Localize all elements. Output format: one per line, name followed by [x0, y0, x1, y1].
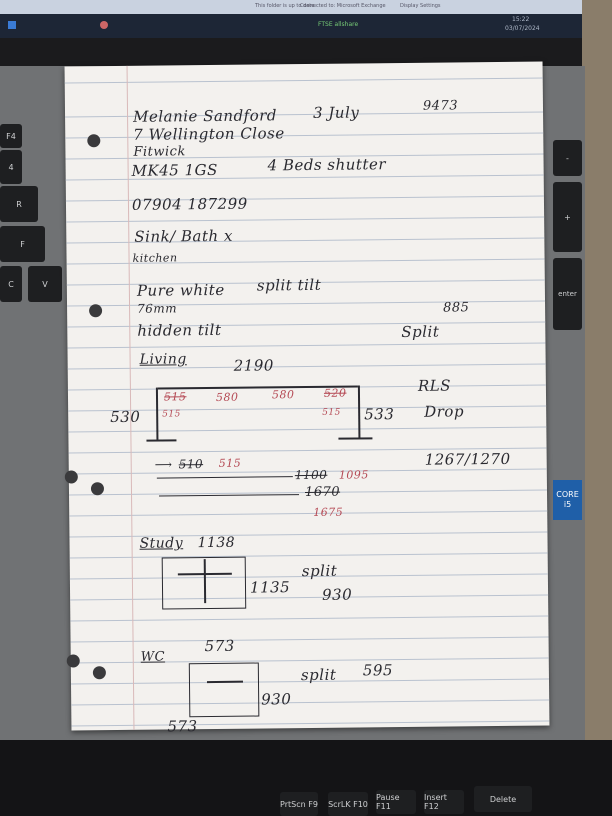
address-line-2: Fitwick	[133, 144, 186, 160]
arrow-3-new: 1675	[313, 505, 344, 519]
wc-title: WC	[140, 649, 166, 665]
study-height: 1135	[249, 578, 291, 597]
hidden-tilt: hidden tilt	[137, 320, 222, 340]
punch-hole	[90, 482, 105, 496]
key-v[interactable]: V	[28, 266, 62, 302]
key-minus[interactable]: -	[553, 140, 582, 176]
key-f4[interactable]: F4	[0, 124, 22, 148]
laptop-screen: This folder is up to date. Connected to:…	[0, 0, 612, 40]
date: 3 July	[312, 103, 360, 122]
desk-surface	[582, 0, 612, 816]
key-plus[interactable]: +	[553, 182, 582, 252]
arrow-2-line	[156, 476, 293, 479]
chrome-icon[interactable]	[100, 21, 108, 29]
key-f[interactable]: F	[0, 226, 45, 262]
key-c[interactable]: C	[0, 266, 22, 302]
phone-number: 07904 187299	[131, 194, 248, 214]
panel-1-old: 515	[163, 390, 187, 404]
exchange-status: Connected to: Microsoft Exchange	[300, 3, 386, 9]
living-left-line	[155, 387, 158, 440]
clock-time: 15:22	[512, 16, 530, 23]
study-width: 1138	[197, 534, 236, 552]
handwritten-note: Melanie Sandford 3 July 9473 7 Wellingto…	[64, 61, 550, 735]
living-drop: 1267/1270	[424, 449, 511, 469]
key-prtscn[interactable]: PrtScn F9	[280, 792, 318, 816]
living-left-height: 530	[110, 407, 141, 427]
taskbar-app[interactable]: FTSE allshare	[318, 21, 359, 28]
start-icon[interactable]	[8, 21, 16, 29]
arrow-1: ⟶	[154, 457, 173, 472]
intel-sticker: CORE i5	[553, 480, 582, 520]
wc-width-bottom: 573	[167, 717, 198, 736]
split-value: 885	[443, 300, 470, 316]
clock-date: 03/07/2024	[505, 25, 540, 32]
key-scrlk[interactable]: ScrLK F10	[328, 792, 368, 816]
arrow-2-new: 1095	[338, 468, 369, 482]
living-right-base	[338, 437, 373, 440]
postcode: MK45 1GS	[131, 160, 218, 180]
arrow-3-old: 1670	[304, 484, 341, 501]
kitchen-note: kitchen	[132, 251, 178, 265]
keyboard-function-row: PrtScn F9 ScrLK F10 Pause F11 Insert F12…	[0, 740, 612, 816]
living-title: Living	[139, 351, 187, 368]
key-delete[interactable]: Delete	[474, 786, 532, 812]
arrow-2-old: 1100	[294, 467, 328, 483]
panel-1-new: 515	[162, 409, 181, 420]
louvre-size: 76mm	[137, 301, 178, 316]
sink-bath-note: Sink/ Bath x	[134, 226, 233, 246]
wc-note: split	[300, 665, 337, 685]
living-right-line	[357, 385, 360, 438]
panel-3: 580	[271, 388, 295, 402]
living-left-base	[146, 439, 177, 442]
outlook-status-bar: This folder is up to date. Connected to:…	[0, 0, 585, 14]
punch-hole	[87, 134, 101, 148]
wc-width-top: 573	[204, 636, 235, 656]
punch-hole	[89, 304, 103, 318]
wc-window	[188, 662, 260, 718]
job-summary: 4 Beds shutter	[267, 155, 387, 175]
address-line-1: 7 Wellington Close	[133, 124, 285, 144]
status-text: This folder is up to date.	[255, 3, 316, 9]
punch-hole	[92, 666, 106, 680]
study-note: split	[301, 561, 338, 581]
living-note-drop: Drop	[424, 402, 465, 421]
key-4[interactable]: 4	[0, 150, 22, 184]
living-width: 2190	[233, 356, 274, 375]
colour: Pure white	[136, 280, 225, 300]
punch-hole	[64, 470, 78, 484]
arrow-1-new: 515	[218, 456, 242, 470]
arrow-3-line	[159, 494, 300, 497]
key-enter[interactable]: enter	[553, 258, 582, 330]
display-settings-button[interactable]: Display Settings	[400, 3, 441, 9]
wc-split: 595	[362, 661, 394, 680]
split-tilt: split tilt	[256, 275, 322, 295]
punch-hole	[66, 654, 80, 668]
panel-4-old: 520	[323, 386, 347, 400]
customer-name: Melanie Sandford	[132, 106, 278, 126]
living-note-rls: RLS	[417, 376, 452, 395]
wc-height: 930	[261, 690, 292, 709]
study-title: Study	[139, 535, 184, 552]
key-insert[interactable]: Insert F12	[424, 790, 464, 814]
key-r[interactable]: R	[0, 186, 38, 222]
taskbar: FTSE allshare 15:22 03/07/2024	[0, 14, 585, 38]
study-split: 930	[321, 585, 353, 604]
split-label: Split	[401, 322, 440, 342]
reference-number: 9473	[422, 98, 459, 114]
living-right-height: 533	[364, 405, 395, 424]
key-pause[interactable]: Pause F11	[376, 790, 416, 814]
panel-2: 580	[215, 390, 239, 404]
panel-4-new: 515	[322, 407, 341, 418]
arrow-1-old: 510	[178, 457, 204, 472]
